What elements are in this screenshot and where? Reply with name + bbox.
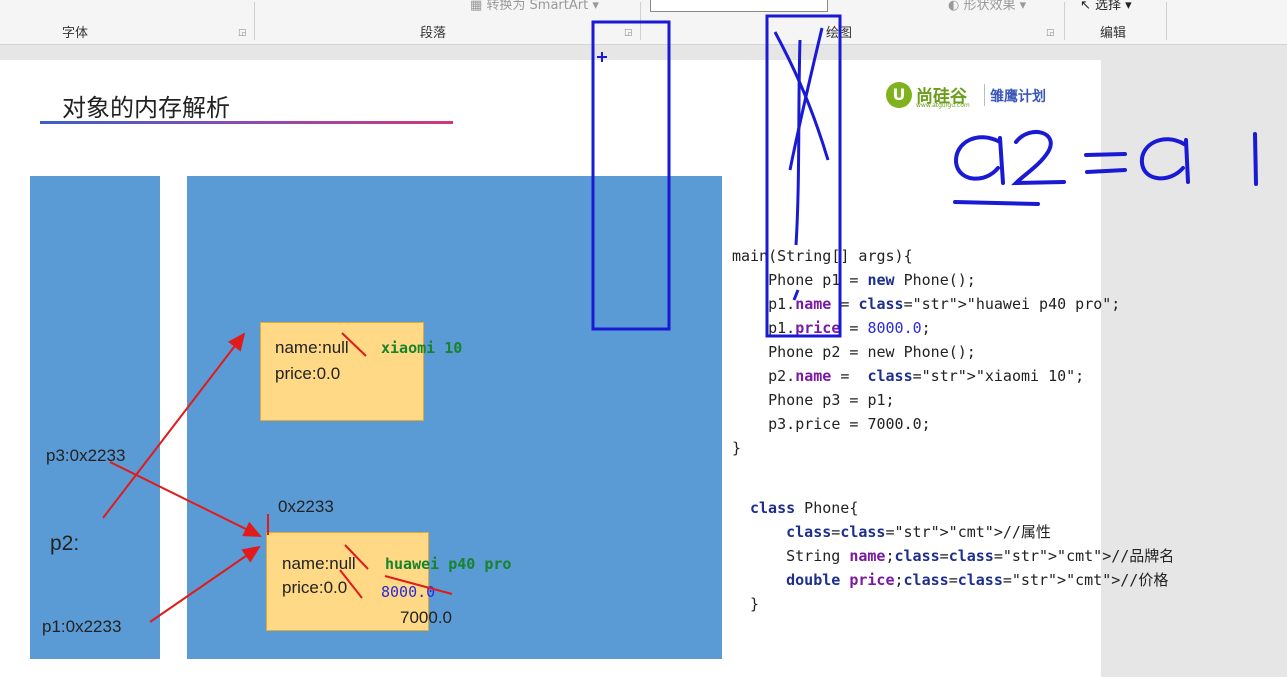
obj-top-name-label: name:null	[275, 338, 349, 357]
code-line: String name;class=class="str">"cmt">//品牌…	[750, 547, 1175, 565]
code-line: p1.name = class="str">"huawei p40 pro";	[732, 295, 1121, 313]
code-line: p1.price = 8000.0;	[732, 319, 931, 337]
stack-area	[30, 176, 160, 659]
code-line: Phone p3 = p1;	[732, 391, 895, 409]
code-line: main(String[] args){	[732, 247, 913, 265]
stack-var-p2: p2:	[50, 532, 80, 555]
obj-bottom-address: 0x2233	[278, 497, 334, 516]
code-line: }	[732, 439, 742, 457]
title-underline	[40, 121, 453, 124]
code-line: Phone p2 = new Phone();	[732, 343, 976, 361]
logo-plan: 雏鹰计划	[990, 89, 1046, 105]
select-button[interactable]: ↖ 选择 ▾	[1080, 0, 1132, 13]
shape-gallery[interactable]	[650, 0, 828, 12]
logo-mark-icon: U	[886, 82, 912, 108]
separator	[254, 2, 255, 40]
separator	[640, 2, 641, 40]
obj-bottom-name-label: name:null	[282, 554, 356, 573]
obj-bottom-price-value-2: 7000.0	[400, 608, 452, 627]
font-launcher-icon[interactable]: ◲	[238, 28, 247, 38]
drawing-launcher-icon[interactable]: ◲	[1046, 28, 1055, 38]
code-line: class Phone{	[750, 499, 859, 517]
group-label-paragraph: 段落	[420, 26, 447, 41]
obj-bottom-price-value-1: 8000.0	[381, 583, 436, 601]
shape-effects-button[interactable]: ◐ 形状效果 ▾	[948, 0, 1027, 13]
obj-top-price-label: price:0.0	[275, 364, 341, 383]
slide-title: 对象的内存解析	[62, 94, 230, 122]
code-line: double price;class=class="str">"cmt">//价…	[786, 571, 1169, 589]
separator	[1064, 2, 1065, 40]
separator	[1166, 2, 1167, 40]
paragraph-launcher-icon[interactable]: ◲	[624, 28, 633, 38]
logo-divider	[984, 84, 985, 106]
obj-bottom-price-label: price:0.0	[282, 578, 348, 597]
code-class: class Phone{ class=class="str">"cmt">//属…	[750, 496, 1174, 616]
code-line: class=class="str">"cmt">//属性	[786, 523, 1051, 541]
code-main: main(String[] args){ Phone p1 = new Phon…	[732, 244, 1120, 460]
logo-site: www.atguigu.com	[916, 102, 970, 109]
group-label-font: 字体	[62, 26, 89, 41]
stack-var-p1: p1:0x2233	[42, 617, 122, 636]
code-line: }	[750, 595, 760, 613]
convert-smartart-button[interactable]: ▦ 转换为 SmartArt ▾	[470, 0, 599, 13]
obj-top-name-value: xiaomi 10	[381, 339, 463, 357]
group-label-drawing: 绘图	[826, 26, 853, 41]
obj-bottom-name-value: huawei p40 pro	[385, 555, 512, 573]
code-line: p2.name = class="str">"xiaomi 10";	[732, 367, 1085, 385]
slide-canvas[interactable]: 对象的内存解析 U 尚硅谷 www.atguigu.com 雏鹰计划 name:…	[0, 60, 1174, 677]
group-label-editing: 编辑	[1100, 26, 1127, 41]
code-line: p3.price = 7000.0;	[732, 415, 931, 433]
stack-var-p3: p3:0x2233	[46, 446, 126, 465]
ribbon: ▦ 转换为 SmartArt ▾ ◐ 形状效果 ▾ ↖ 选择 ▾ 字体 ◲ 段落…	[0, 0, 1287, 45]
logo-brand: 尚硅谷	[916, 87, 967, 107]
code-line: Phone p1 = new Phone();	[732, 271, 976, 289]
